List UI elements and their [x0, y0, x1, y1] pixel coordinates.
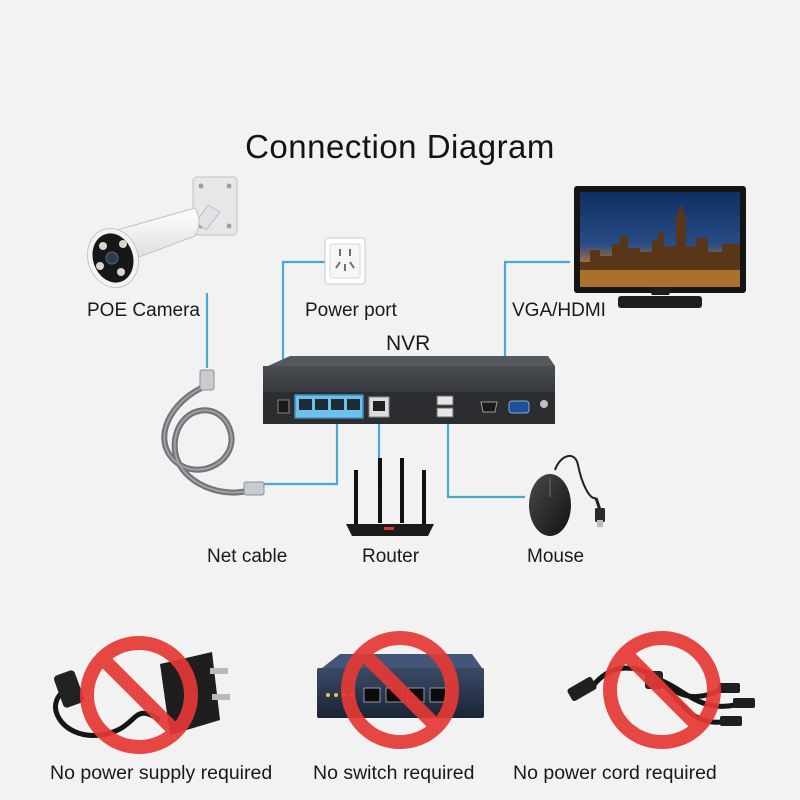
mouse-line — [446, 420, 525, 499]
no-switch-icon — [341, 631, 459, 749]
mouse-illustration — [529, 455, 605, 536]
router-label: Router — [362, 546, 420, 567]
net-cable-line — [262, 424, 339, 486]
diagram-title: Connection Diagram — [245, 128, 555, 165]
no-switch-label: No switch required — [313, 762, 475, 784]
no-power-supply-icon — [80, 636, 198, 754]
power-port-label: Power port — [305, 300, 397, 321]
power-socket-illustration — [324, 237, 366, 285]
net-cable-label: Net cable — [207, 546, 288, 567]
vga-hdmi-label: VGA/HDMI — [512, 300, 606, 321]
router-illustration — [346, 458, 434, 536]
nvr-label: NVR — [386, 332, 431, 355]
poe-camera-illustration — [86, 176, 238, 289]
no-power-supply-label: No power supply required — [50, 762, 273, 784]
net-cable-illustration — [161, 369, 265, 496]
monitor-illustration — [574, 186, 746, 308]
mouse-label: Mouse — [527, 546, 585, 567]
no-power-cord-label: No power cord required — [513, 762, 717, 784]
poe-camera-label: POE Camera — [87, 300, 200, 321]
no-power-cord-icon — [603, 631, 721, 749]
nvr-illustration — [263, 356, 555, 424]
power-port-line — [281, 260, 326, 398]
